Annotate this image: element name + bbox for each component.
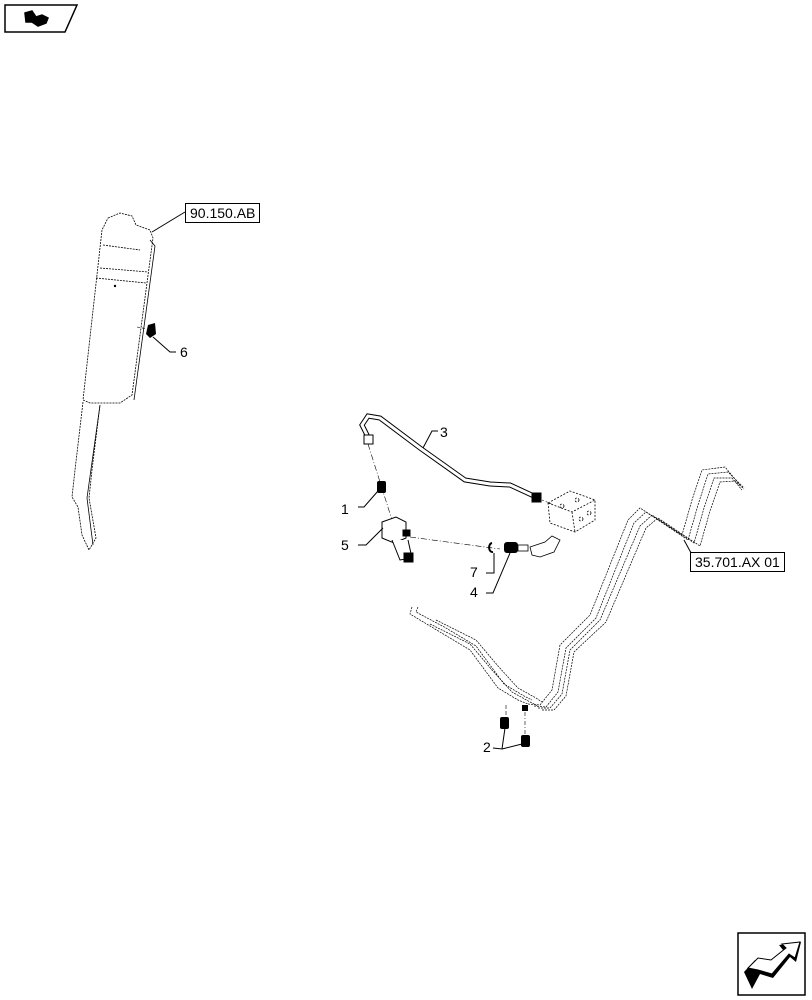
- callout-2: 2: [483, 739, 491, 755]
- reference-90-150-ab[interactable]: 90.150.AB: [185, 203, 261, 223]
- tube-part-3: [359, 413, 542, 503]
- elbow-fitting: [529, 535, 561, 558]
- nut-part-2: [500, 705, 530, 747]
- hydraulic-lines: [409, 466, 745, 711]
- callout-1: 1: [341, 501, 349, 517]
- fitting-part-4: [504, 542, 529, 553]
- fitting-part-1: [377, 481, 386, 493]
- next-page-arrow-icon[interactable]: [737, 932, 806, 996]
- book-hand-icon[interactable]: [4, 4, 79, 33]
- reference-35-701-ax-01[interactable]: 35.701.AX 01: [690, 552, 785, 572]
- callout-4: 4: [470, 584, 478, 600]
- valve-block: [547, 490, 596, 533]
- washer-part-7: [488, 542, 494, 554]
- clip-part-6: [136, 323, 156, 338]
- valve-part-5: [381, 516, 414, 563]
- pillar-trim-panel: [71, 212, 156, 551]
- callout-7: 7: [470, 564, 478, 580]
- callout-6: 6: [180, 344, 188, 360]
- callout-3: 3: [440, 424, 448, 440]
- callout-5: 5: [341, 537, 349, 553]
